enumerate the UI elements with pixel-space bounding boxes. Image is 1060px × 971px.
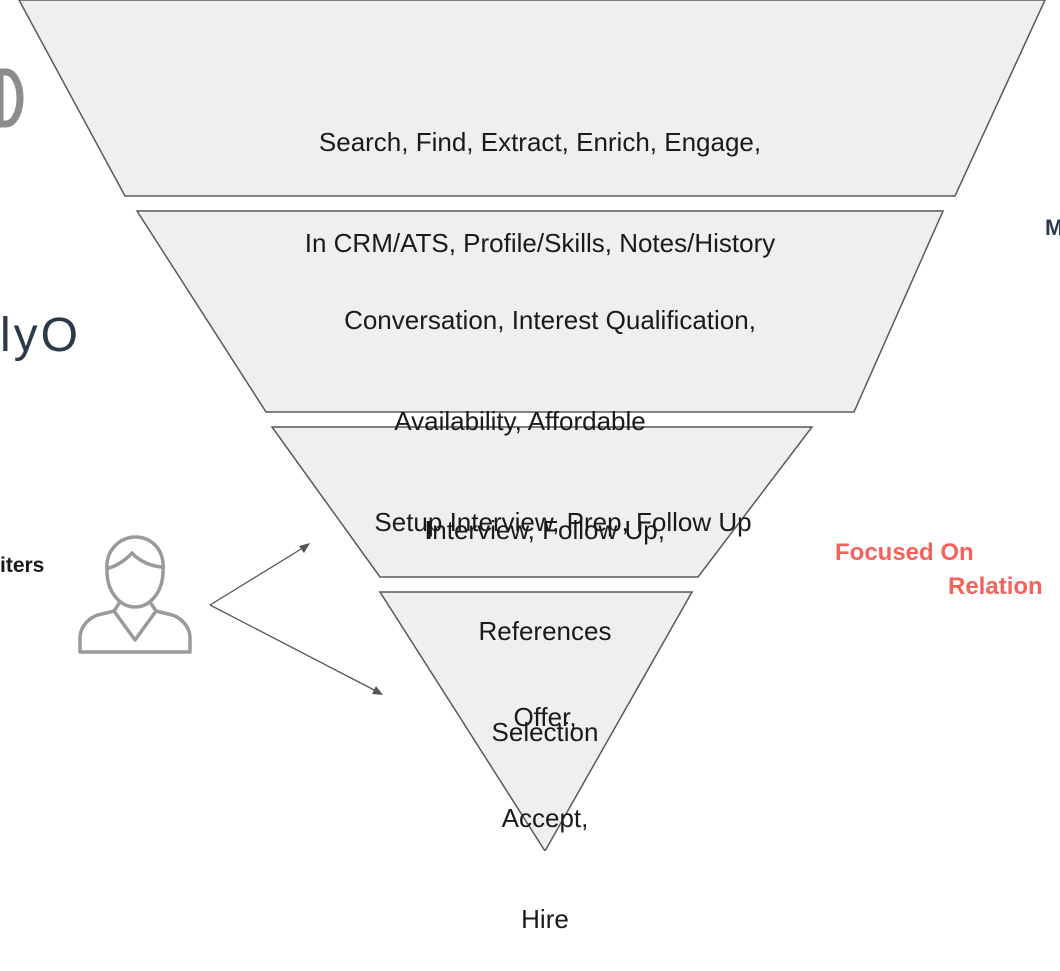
arrow-to-interview	[209, 545, 307, 606]
arrows	[209, 543, 383, 695]
level-3-lead-letter: I	[425, 514, 433, 545]
right-fragment-letter: M	[1045, 215, 1060, 240]
focus-line-1: Focused On	[835, 539, 974, 566]
level-2-line-1: Conversation, Interest Qualification,	[344, 304, 756, 335]
funnel-level-3-text: Interview, Follow Up, References Selecti…	[345, 446, 745, 784]
level-2-line-2: Availability, Affordable	[394, 405, 646, 436]
funnel-level-3	[270, 426, 814, 578]
arrow-head-offer	[372, 686, 383, 695]
focus-line-2: Relation	[948, 573, 1043, 600]
role-label-fragment: iters	[0, 554, 45, 577]
level-4-line-1: Offer,	[513, 701, 577, 732]
level-4-line-2: Accept,	[501, 802, 589, 833]
level-3-line-3: Selection	[491, 717, 599, 748]
level-1-line-2: In CRM/ATS, Profile/Skills, Notes/Histor…	[304, 227, 776, 258]
funnel-level-1-text: Search, Find, Extract, Enrich, Engage, I…	[190, 58, 890, 295]
funnel-level-4	[378, 591, 694, 851]
logo-fragment: lyO	[0, 309, 81, 362]
arrow-to-offer	[209, 604, 379, 693]
level-4-line-3: Hire	[521, 904, 569, 935]
funnel-diagram	[0, 0, 1046, 851]
funnel-level-1	[18, 0, 1046, 197]
level-1-line-1: Search, Find, Extract, Enrich, Engage,	[318, 126, 762, 157]
level-3-line-2: References	[478, 615, 612, 646]
funnel-level-4-text: Offer, Accept, Hire	[445, 633, 645, 971]
level-3-line-1: Interview, Follow Up,	[345, 514, 745, 548]
logo-partial-icon	[0, 68, 24, 128]
arrow-head-interview	[299, 543, 310, 553]
level-3-line-1-rest: nterview, Follow Up,	[432, 514, 665, 545]
level-2-line-3: Setup Interview, Prep, Follow Up	[374, 507, 752, 538]
funnel-level-2	[135, 210, 945, 413]
funnel-level-2-text: Conversation, Interest Qualification, Av…	[200, 236, 900, 574]
user-outline-icon	[78, 535, 192, 654]
